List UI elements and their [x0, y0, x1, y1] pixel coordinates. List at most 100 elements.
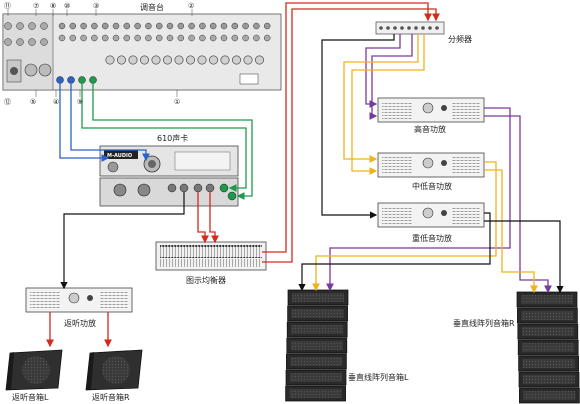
mixer-jack	[209, 22, 217, 30]
callout-8: ⑧	[50, 2, 56, 10]
callout-3: ③	[93, 2, 99, 10]
mixer-knob	[123, 34, 131, 42]
cable-eq-to-crossover-red	[262, 2, 440, 263]
line-array-grill	[522, 343, 575, 352]
mixer-master-jack	[28, 22, 36, 30]
crossover-knob	[414, 26, 418, 30]
mixer-knob	[253, 34, 260, 42]
monitor-r-label: 返听音箱R	[92, 392, 130, 402]
line-array-grill	[521, 295, 573, 304]
mixer-knob	[145, 34, 152, 42]
callout-4: ④	[53, 98, 59, 106]
mixer-jack	[101, 22, 109, 30]
line-array-grill	[523, 375, 575, 384]
mixer-knob	[101, 34, 109, 42]
cable-monitor-amp-to-speakers	[46, 312, 112, 348]
monitor-speaker-r	[85, 349, 143, 391]
callout-2: ②	[188, 2, 194, 10]
soundcard-brand: M-AUDIO	[107, 153, 132, 159]
callout-7: ⑦	[33, 2, 39, 10]
amp-monitor-device	[25, 287, 133, 313]
mixer-knob	[91, 34, 98, 42]
mixer-knob	[166, 34, 174, 42]
cable-low-amp-to-arrays-black	[298, 212, 564, 294]
mixer-jack	[220, 22, 228, 30]
mixer-xlr-input	[140, 55, 150, 65]
eq-label: 图示均衡器	[186, 275, 226, 285]
mixer-xlr-input	[232, 55, 242, 65]
cable-soundcard-to-eq-red	[197, 192, 219, 244]
mixer-knob	[69, 34, 77, 42]
crossover-label: 分频器	[448, 34, 472, 44]
line-array-grill	[523, 391, 576, 400]
amp-low-label: 重低音功放	[412, 233, 452, 243]
mixer-xlr-input	[117, 55, 127, 65]
amp-high-label: 高音功放	[414, 124, 446, 134]
mixer-label: 调音台	[140, 2, 164, 12]
mixer-knob	[188, 34, 195, 42]
soundcard-label: 610声卡	[157, 133, 188, 143]
mixer-knob	[209, 34, 217, 42]
line-array-grill	[521, 311, 574, 320]
mixer-xlr-input	[220, 55, 230, 65]
cable-soundcard-to-monitor-amp	[60, 192, 185, 290]
mixer-xlr-input	[151, 55, 161, 65]
line-array-grill	[522, 359, 575, 368]
mixer-master-jack	[4, 22, 12, 30]
cable-mid-amp-to-arrays-yellow	[312, 161, 538, 294]
amp-low-device	[377, 202, 485, 228]
line-array-grill	[291, 309, 344, 318]
cable-mixer-to-soundcard-green	[81, 84, 253, 200]
mixer-jack	[80, 22, 87, 30]
mixer-xlr-input	[163, 55, 173, 65]
line-array-grill	[290, 341, 343, 350]
amp-high-device	[377, 97, 485, 123]
mixer-master-jack	[4, 38, 12, 46]
mixer-jack	[123, 22, 131, 30]
line-array-l	[285, 289, 349, 402]
callout-10: ⑩	[64, 2, 70, 10]
mixer-xlr-input	[255, 55, 265, 65]
mixer-jack	[177, 22, 185, 30]
mixer-jack	[69, 22, 77, 30]
mixer-jack	[253, 22, 260, 30]
mixer-xlr-input	[186, 55, 196, 65]
mixer-jack	[231, 22, 239, 30]
monitor-speaker-l	[5, 349, 63, 391]
mixer-callouts: ⑪ ⑦ ⑧ ⑩ ③ ② ⑫ ⑤ ④ ⑨ ①	[4, 2, 194, 106]
mixer-device	[2, 13, 282, 91]
mixer-knob	[155, 34, 163, 42]
mixer-master-jack	[16, 38, 24, 46]
mixer-knob	[134, 34, 141, 42]
mixer-knob	[231, 34, 239, 42]
mixer-xlr-input	[197, 55, 207, 65]
line-array-grill	[292, 293, 344, 302]
mixer-xlr-input	[243, 55, 253, 65]
mixer-jack	[134, 22, 141, 30]
cable-mixer-to-soundcard-blue	[59, 84, 150, 162]
mixer-jack	[145, 22, 152, 30]
monitor-l-label: 返听音箱L	[12, 392, 49, 402]
mixer-jack	[58, 22, 66, 30]
line-array-grill	[521, 327, 574, 336]
cable-high-amp-to-arrays-purple	[326, 107, 552, 294]
mixer-knob	[177, 34, 185, 42]
mixer-master-jack	[40, 38, 48, 46]
mixer-knob	[80, 34, 87, 42]
amp-monitor-label: 返听功放	[64, 318, 96, 328]
crossover-device	[375, 21, 445, 35]
crossover-knob	[407, 26, 411, 30]
mixer-xlr-input	[128, 55, 138, 65]
mixer-knob	[112, 34, 120, 42]
line-array-grill	[290, 357, 343, 366]
mixer-knob	[242, 34, 249, 42]
mixer-jack	[112, 22, 120, 30]
line-array-grill	[291, 325, 344, 334]
crossover-knob	[386, 26, 390, 30]
array-r-label: 垂直线阵列音箱R	[453, 318, 515, 328]
mixer-knob	[220, 34, 228, 42]
mixer-jack	[263, 22, 271, 30]
mixer-xlr-input	[105, 55, 115, 65]
amp-mid-device	[377, 152, 485, 178]
